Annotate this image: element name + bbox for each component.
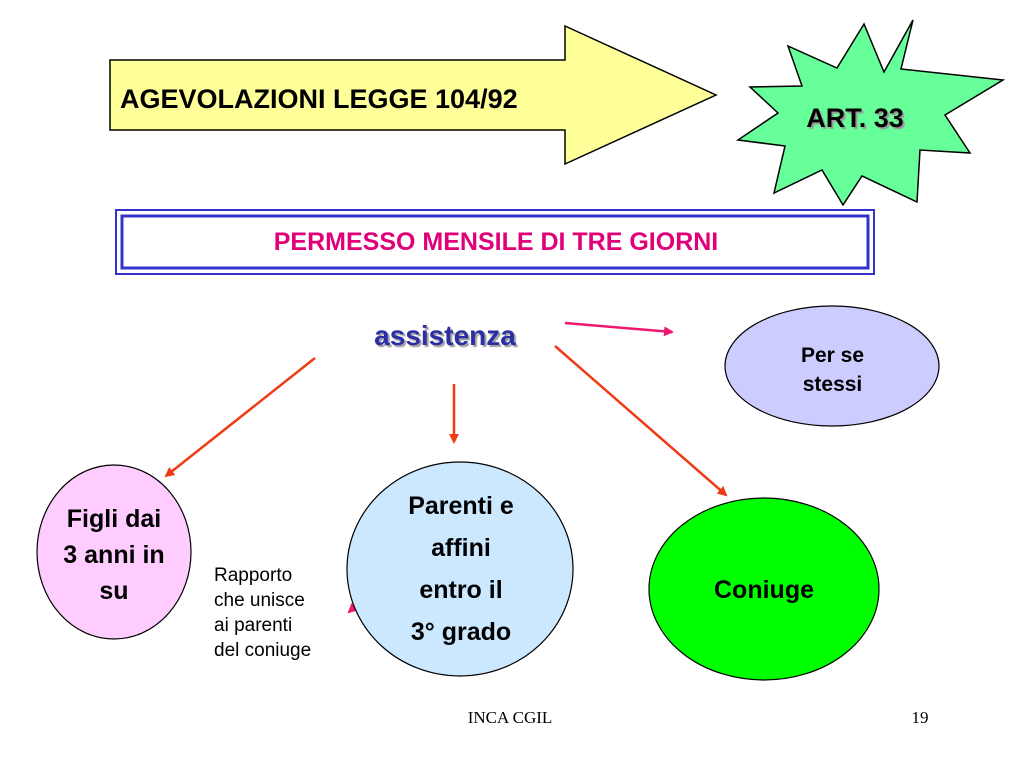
node-figli-line: Figli dai [66,505,162,533]
node-figli-shape [36,464,192,640]
arrow-to-per-se-stessi [564,321,674,337]
art-starburst-badge [735,19,1006,207]
node-per-se-stessi-line: Per se [800,344,865,367]
node-coniuge-shape [648,497,880,681]
headline-outer-border [115,209,875,275]
node-coniuge: Coniuge [714,575,814,604]
node-parenti: Parenti e affini entro il 3° grado [355,484,567,654]
node-per-se-stessi: Per se stessi [740,330,925,410]
arrow-to-figli [164,357,316,478]
node-figli-line: 3 anni in [63,541,165,569]
node-parenti-line: affini [431,534,491,562]
node-figli: Figli dai 3 anni in su [38,480,190,630]
arrow-to-coniuge [554,345,728,497]
rapporto-note-line: del coniuge [214,640,312,661]
node-parenti-line: 3° grado [410,618,512,646]
node-figli-line: su [99,577,129,605]
footer-page-number: 19 [911,708,929,727]
center-label: assistenza [374,320,516,351]
banner-title: AGEVOLAZIONI LEGGE 104/92 [120,83,518,114]
title-banner-arrow [109,24,718,166]
headline-title: PERMESSO MENSILE DI TRE GIORNI [273,227,719,256]
rapporto-note-line: ai parenti [214,615,293,636]
node-parenti-line: entro il [419,576,503,604]
node-parenti-shape [346,461,574,677]
node-per-se-stessi-shape [724,305,940,427]
headline-inner-border [120,214,870,270]
rapporto-note: Rapporto che unisce ai parenti del coniu… [214,563,364,685]
footer-organization: INCA CGIL [467,708,553,727]
node-per-se-stessi-line: stessi [802,373,863,396]
rapporto-note-line: che unisce [214,590,305,611]
badge-label: ART. 33 [806,102,904,133]
rapporto-note-line: Rapporto [214,565,293,586]
node-parenti-line: Parenti e [408,492,514,520]
